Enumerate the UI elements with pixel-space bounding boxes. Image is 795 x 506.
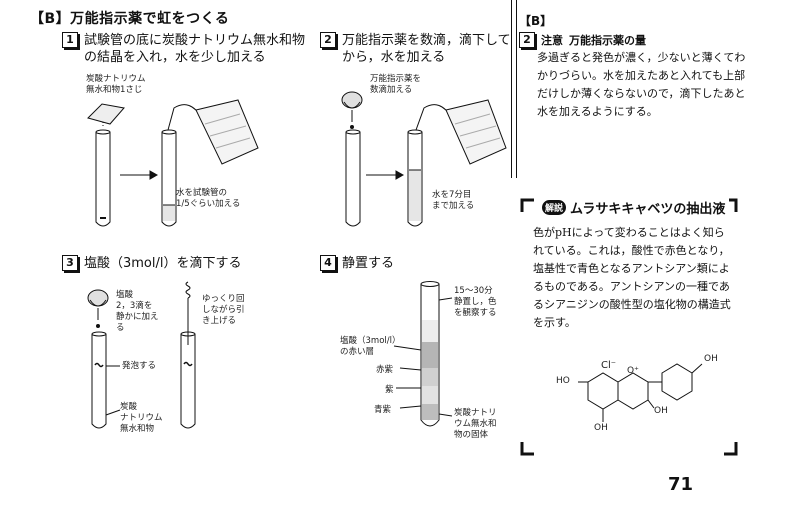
step-2-heading: 2 万能指示薬を数滴，滴下して から，水を加える bbox=[320, 32, 511, 66]
chem-oh-bottom: OH bbox=[594, 423, 608, 433]
step-1-line2: の結晶を入れ，水を少し加える bbox=[84, 50, 266, 65]
explanation-body: 色がpHによって変わることはよく知られている。これは，酸性で赤色となり，塩基性で… bbox=[533, 226, 731, 329]
step-4-bluepurple-label: 青紫 bbox=[374, 405, 392, 415]
step-3-line1: 塩酸（3mol/l）を滴下する bbox=[84, 256, 242, 271]
step-4-purple-label: 紫 bbox=[385, 385, 394, 395]
note-number: 2 bbox=[519, 32, 535, 48]
chem-ho-left: HO bbox=[556, 376, 570, 386]
cyanidin-structure bbox=[578, 363, 703, 422]
step-2-indicator-label: 万能指示薬を数滴加える bbox=[370, 74, 422, 95]
step-4-solid-label: 炭酸ナトリウム無水和物の固体 bbox=[454, 408, 497, 440]
step-3-number: 3 bbox=[62, 255, 78, 271]
step-2-line2: から，水を加える bbox=[342, 50, 446, 65]
step-4-settle-label: 15〜30分静置し，色を観察する bbox=[454, 286, 497, 318]
step-1-heading: 1 試験管の底に炭酸ナトリウム無水和物 の結晶を入れ，水を少し加える bbox=[62, 32, 305, 66]
note-body: 多過ぎると発色が濃く，少ないと薄くてわかりづらい。水を加えたあと入れても上部だけ… bbox=[537, 51, 746, 118]
step-1-number: 1 bbox=[62, 32, 78, 48]
step-2-line1: 万能指示薬を数滴，滴下して bbox=[342, 33, 511, 48]
step-4-line1: 静置する bbox=[342, 256, 395, 271]
chem-oh-right: OH bbox=[654, 406, 668, 416]
step-4-red-layer-label: 塩酸（3mol/l）の赤い層 bbox=[340, 336, 401, 357]
explanation-tag: 解説 bbox=[542, 200, 567, 215]
chem-oh-top: OH bbox=[704, 354, 718, 364]
step-3-bubble-label: 発泡する bbox=[122, 361, 157, 371]
step-2-water-label: 水を7分目まで加える bbox=[432, 190, 475, 211]
section-title: 【B】万能指示薬で虹をつくる bbox=[30, 11, 230, 27]
step-4-number: 4 bbox=[320, 255, 336, 271]
note-tag: 注意 bbox=[541, 34, 563, 47]
step-3-heading: 3 塩酸（3mol/l）を滴下する bbox=[62, 255, 242, 272]
chem-oxonium: O⁺ bbox=[627, 366, 639, 376]
note-title: 万能指示薬の量 bbox=[569, 34, 646, 47]
explanation-title-text: ムラサキキャベツの抽出液 bbox=[570, 202, 726, 217]
chem-chloride: Cl⁻ bbox=[601, 360, 617, 371]
note-heading: 2 注意万能指示薬の量 bbox=[519, 32, 646, 48]
step-1-line1: 試験管の底に炭酸ナトリウム無水和物 bbox=[84, 33, 306, 48]
step-4-heading: 4 静置する bbox=[320, 255, 394, 272]
step-3-solid-label: 炭酸ナトリウム無水和物 bbox=[120, 402, 163, 434]
page-number: 71 bbox=[668, 474, 694, 495]
column-divider bbox=[511, 0, 517, 178]
step-2-number: 2 bbox=[320, 32, 336, 48]
step-3-slow-label: ゆっくり回しながら引き上げる bbox=[202, 294, 245, 326]
step-1-reagent-label: 炭酸ナトリウム無水和物1さじ bbox=[86, 74, 146, 95]
step-4-redpurple-label: 赤紫 bbox=[376, 365, 394, 375]
explanation-box-title: 解説ムラサキキャベツの抽出液 bbox=[538, 198, 730, 217]
right-section-heading: 【B】 bbox=[519, 14, 553, 28]
experiment-illustrations bbox=[87, 91, 507, 429]
